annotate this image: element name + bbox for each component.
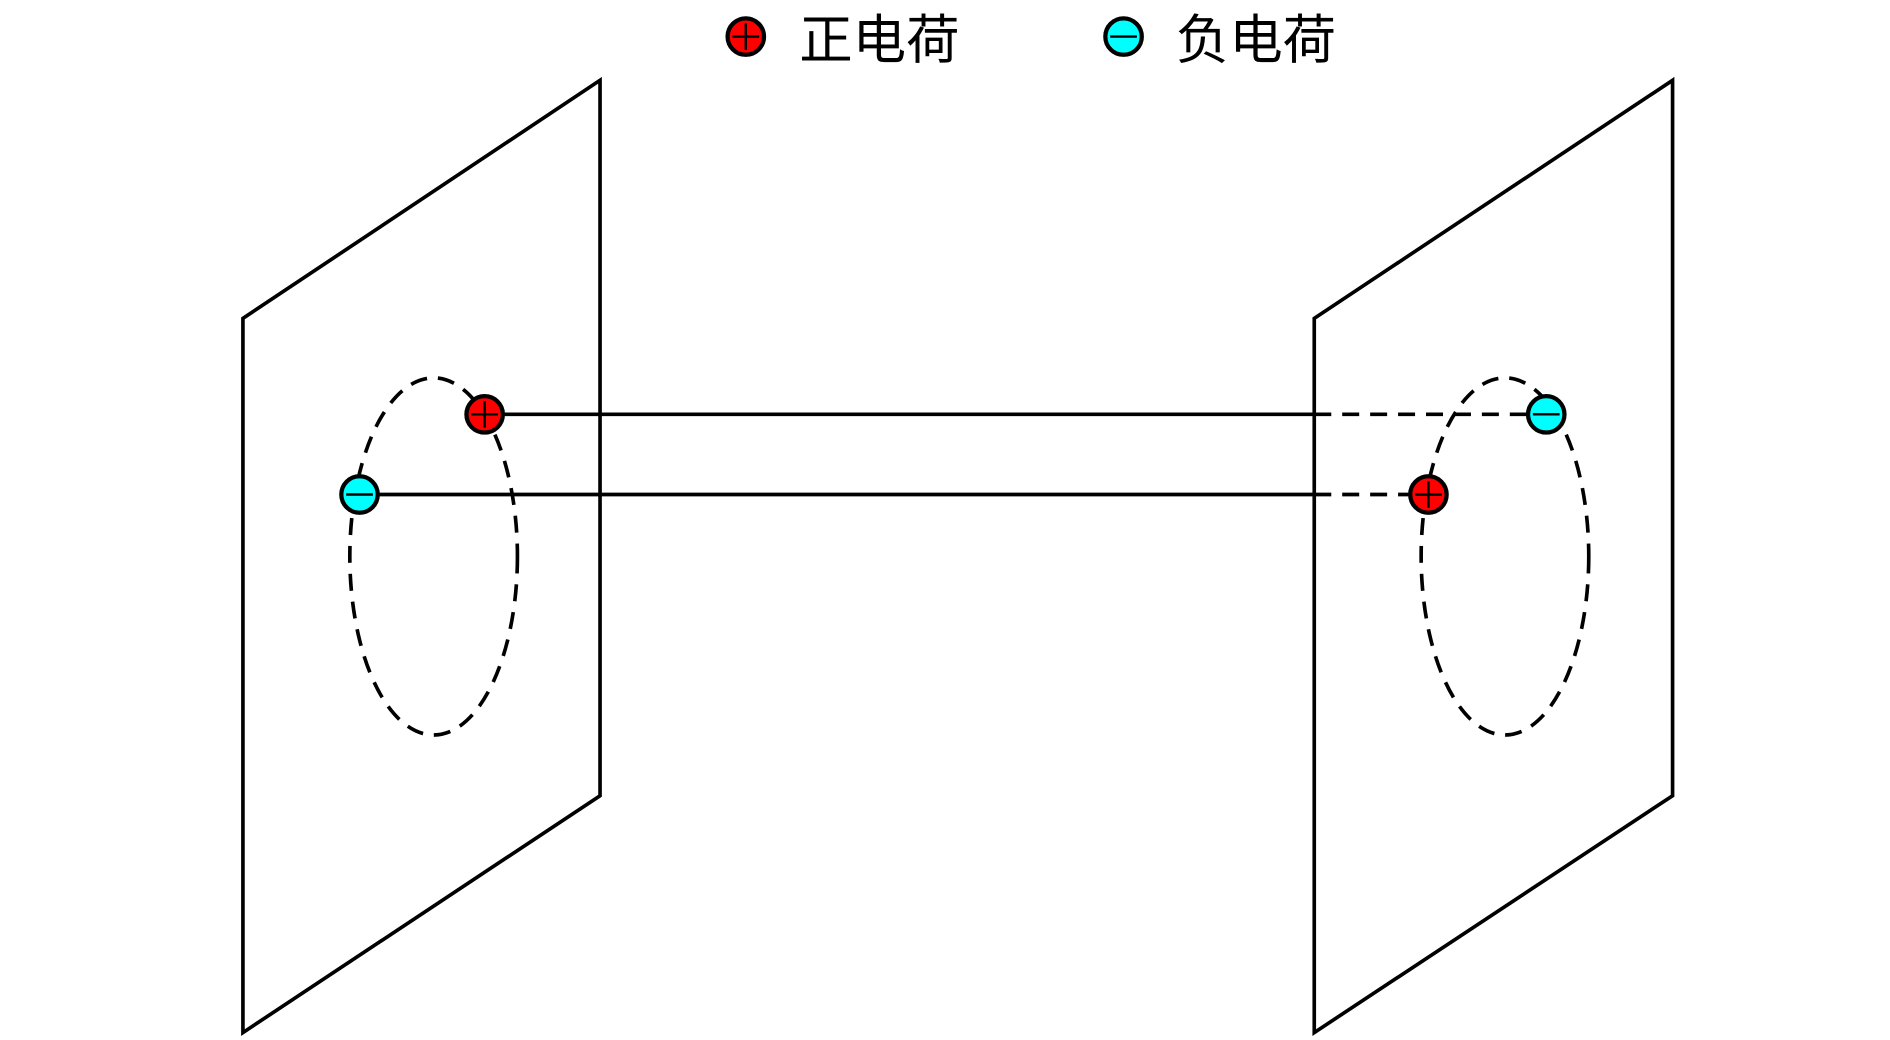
left-positive-charge-icon: [466, 396, 502, 432]
right-plane: [1312, 76, 1675, 1036]
legend: 正电荷 负电荷: [728, 8, 1336, 71]
left-plane: [241, 76, 602, 1036]
legend-negative-label: 负电荷: [1176, 8, 1336, 71]
right-negative-charge-icon: [1528, 396, 1564, 432]
left-orbit-ellipse: [347, 376, 520, 737]
negative-charge-legend-icon: [1105, 18, 1141, 54]
legend-positive-label: 正电荷: [799, 8, 959, 71]
positive-charge-legend-icon: [728, 18, 764, 54]
right-orbit-ellipse: [1419, 376, 1591, 737]
left-negative-charge-icon: [341, 476, 377, 512]
right-positive-charge-icon: [1410, 476, 1446, 512]
